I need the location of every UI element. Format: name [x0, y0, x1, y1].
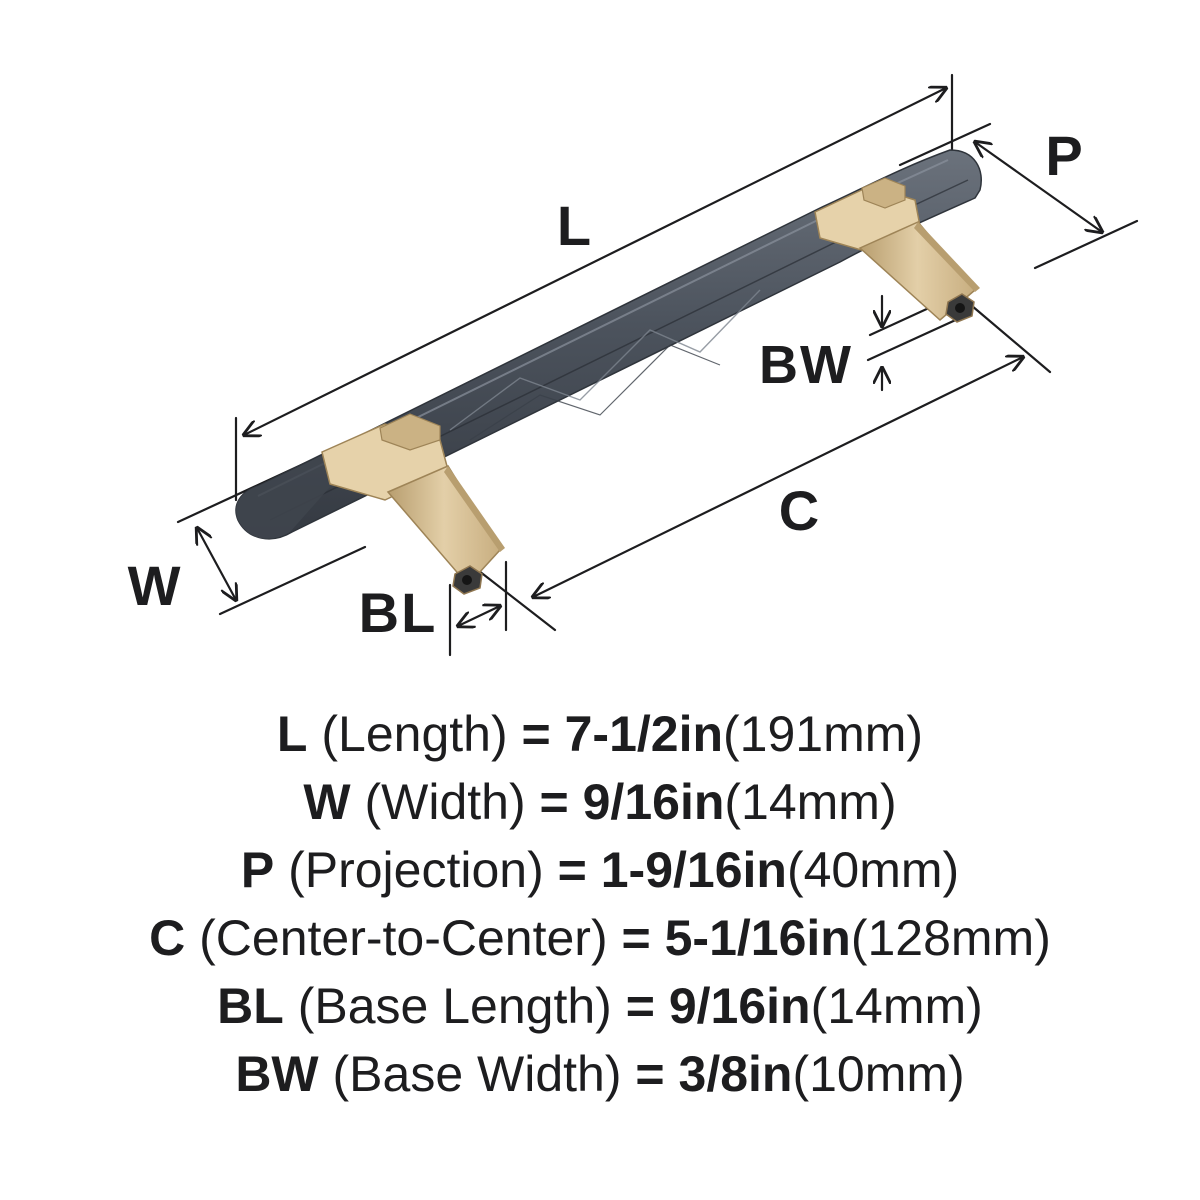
spec-name: (Base Width) [332, 1046, 622, 1102]
spec-imperial: 7-1/2in [564, 706, 724, 762]
base-width-dimension: BW [759, 294, 962, 395]
left-post [321, 413, 505, 595]
spec-metric: (191mm) [723, 706, 924, 762]
spec-metric: (14mm) [724, 774, 897, 830]
spec-equals: = [625, 978, 655, 1034]
right-post [814, 177, 980, 323]
spec-code: L [276, 706, 308, 762]
spec-code: W [303, 774, 351, 830]
spec-equals: = [557, 842, 587, 898]
spec-imperial: 3/8in [678, 1046, 793, 1102]
spec-line-c: C (Center-to-Center) = 5-1/16in(128mm) [0, 904, 1200, 972]
spec-name: (Width) [364, 774, 526, 830]
center-dimension: C [468, 298, 1052, 632]
label-C: C [779, 479, 821, 542]
label-L: L [557, 194, 593, 257]
spec-metric: (10mm) [792, 1046, 965, 1102]
spec-code: C [149, 910, 186, 966]
spec-equals: = [621, 910, 651, 966]
spec-metric: (40mm) [786, 842, 960, 898]
spec-metric: (128mm) [850, 910, 1051, 966]
label-BW: BW [759, 335, 853, 395]
projection-dimension: P [898, 122, 1139, 270]
spec-imperial: 5-1/16in [664, 910, 851, 966]
label-W: W [128, 554, 183, 617]
spec-line-w: W (Width) = 9/16in(14mm) [0, 768, 1200, 836]
base-length-dimension: BL [359, 560, 508, 657]
spec-name: (Center-to-Center) [199, 910, 608, 966]
label-P: P [1045, 124, 1084, 187]
spec-equals: = [521, 706, 551, 762]
spec-imperial: 1-9/16in [600, 842, 787, 898]
handle-dimension-diagram: L P W C BL BW [128, 73, 1139, 657]
spec-equals: = [635, 1046, 665, 1102]
spec-line-bw: BW (Base Width) = 3/8in(10mm) [0, 1040, 1200, 1108]
spec-imperial: 9/16in [668, 978, 811, 1034]
spec-name: (Length) [321, 706, 508, 762]
spec-line-p: P (Projection) = 1-9/16in(40mm) [0, 836, 1200, 904]
spec-name: (Projection) [288, 842, 544, 898]
spec-code: BL [217, 978, 284, 1034]
spec-code: BW [235, 1046, 319, 1102]
spec-metric: (14mm) [810, 978, 983, 1034]
spec-name: (Base Length) [297, 978, 612, 1034]
spec-code: P [240, 842, 275, 898]
length-dimension: L [234, 73, 954, 502]
spec-imperial: 9/16in [582, 774, 725, 830]
specifications-list: L (Length) = 7-1/2in(191mm)W (Width) = 9… [0, 700, 1200, 1108]
spec-line-l: L (Length) = 7-1/2in(191mm) [0, 700, 1200, 768]
spec-equals: = [539, 774, 569, 830]
label-BL: BL [359, 581, 438, 644]
spec-line-bl: BL (Base Length) = 9/16in(14mm) [0, 972, 1200, 1040]
